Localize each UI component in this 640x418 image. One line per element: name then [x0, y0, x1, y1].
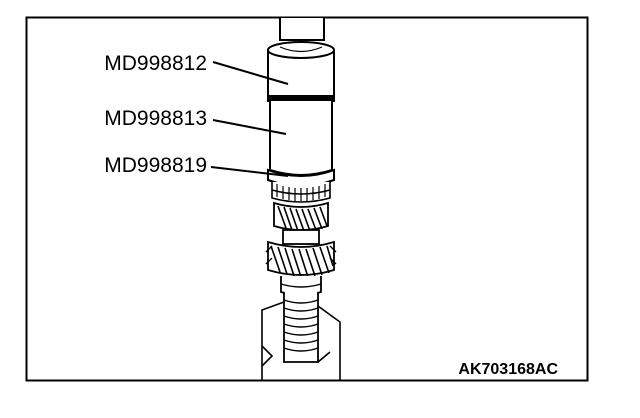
leader-md998812 [212, 61, 289, 85]
bearing [271, 182, 331, 203]
callout-md998819: MD998819 [104, 154, 207, 177]
lower-helical-gear [265, 240, 337, 278]
holding-fixture [261, 301, 341, 380]
callout-md998812: MD998812 [104, 52, 207, 75]
upper-shaft [279, 18, 325, 41]
tool-md998813 [269, 101, 333, 176]
leader-md998819 [210, 166, 289, 177]
figure-frame [25, 16, 589, 382]
lower-spline-shaft [283, 292, 319, 363]
callout-md998813: MD998813 [104, 107, 207, 130]
leader-lines [210, 61, 289, 177]
figure-code: AK703168AC [458, 361, 558, 378]
shaft-neck [282, 229, 320, 245]
leader-md998813 [212, 119, 287, 135]
upper-helical-gear [273, 201, 329, 232]
tool-md998812 [267, 41, 335, 102]
